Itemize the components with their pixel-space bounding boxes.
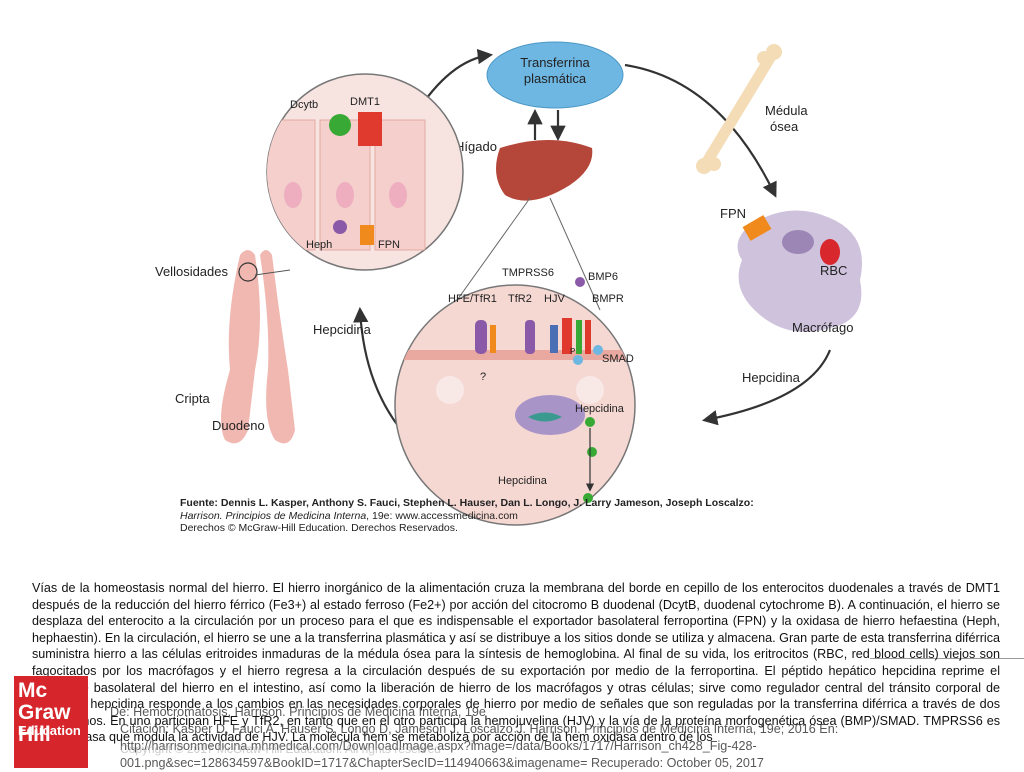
macrophage-label: Macrófago	[792, 320, 853, 335]
overlay-url-1[interactable]: http://harrisonmedicina.mhmedical.com/Do…	[120, 739, 757, 753]
bmp6-label: BMP6	[588, 271, 618, 283]
hepatocyte-circle: TMPRSS6 BMP6 HFE/TfR1 TfR2 HJV BMPR SMAD…	[394, 197, 636, 526]
dmt1-label: DMT1	[350, 96, 380, 108]
fpn-right-label: FPN	[720, 206, 746, 221]
enterocyte-circle: Dcytb DMT1 Heph FPN	[254, 73, 464, 276]
figure-caption: Vías de la homeostasis normal del hierro…	[32, 580, 1000, 746]
dcytb-label: Dcytb	[290, 99, 318, 111]
credit-rights: Derechos © McGraw-Hill Education. Derech…	[180, 522, 458, 534]
overlay-citation: Citación: Kasper D, Fauci A, Hauser S, L…	[120, 722, 839, 736]
transferrin-label: Transferrina	[520, 55, 590, 70]
heph-label: Heph	[306, 239, 332, 251]
iron-homeostasis-diagram: Transferrina plasmática Médula ósea Híga…	[155, 41, 862, 526]
macrophage: FPN RBC Macrófago	[720, 206, 862, 335]
hepcidin-gene-label: Hepcidina	[575, 403, 625, 415]
bone-marrow: Médula ósea	[696, 44, 808, 174]
duodenum: Vellosidades Cripta Duodeno Hepcidina	[155, 250, 372, 444]
overlay-from: De: Hemocromatosis, Harrison. Principios…	[110, 705, 486, 719]
hjv-label: HJV	[544, 293, 565, 305]
tfr2-label: TfR2	[508, 293, 532, 305]
bmpr-label: BMPR	[592, 293, 624, 305]
hepcidin-out-label: Hepcidina	[498, 475, 548, 487]
question-label: ?	[480, 371, 486, 383]
hepcidin-right-label: Hepcidina	[742, 370, 801, 385]
smad-label: SMAD	[602, 353, 634, 365]
copyright-notice: Copyright © 2017 McGraw-Hill Education. …	[120, 742, 441, 756]
hfe-tfr1-label: HFE/TfR1	[448, 293, 497, 305]
credit-book: Harrison. Principios de Medicina Interna	[180, 509, 367, 522]
figure-credit: Fuente: Dennis L. Kasper, Anthony S. Fau…	[180, 497, 780, 535]
divider	[870, 658, 1024, 659]
fpn-left-label: FPN	[378, 239, 400, 251]
logo-line-2: Education	[18, 723, 81, 738]
tmprss6-label: TMPRSS6	[502, 267, 554, 279]
overlay-url-2[interactable]: 001.png&sec=128634597&BookID=1717&Chapte…	[120, 756, 764, 770]
hepcidin-left-label: Hepcidina	[313, 322, 372, 337]
citation-overlay: De: Hemocromatosis, Harrison. Principios…	[110, 704, 910, 772]
liver: Hígado	[455, 139, 593, 201]
bone-marrow-label-2: ósea	[770, 119, 799, 134]
bone-marrow-label: Médula	[765, 103, 808, 118]
mcgraw-hill-logo: Mc Graw Hill Education	[14, 676, 88, 768]
logo-line-1: Mc Graw Hill	[18, 679, 71, 746]
rbc-label: RBC	[820, 263, 847, 278]
p-label: P	[570, 347, 575, 356]
crypt-label: Cripta	[175, 391, 210, 406]
villi-label: Vellosidades	[155, 264, 228, 279]
duodenum-label: Duodeno	[212, 418, 265, 433]
credit-source: Fuente: Dennis L. Kasper, Anthony S. Fau…	[180, 497, 754, 509]
credit-rest: , 19e: www.accessmedicina.com	[366, 509, 518, 522]
liver-label: Hígado	[455, 139, 497, 154]
caption-text: Vías de la homeostasis normal del hierro…	[32, 581, 1000, 745]
transferrin-node: Transferrina plasmática	[486, 41, 624, 109]
transferrin-label-2: plasmática	[524, 71, 587, 86]
